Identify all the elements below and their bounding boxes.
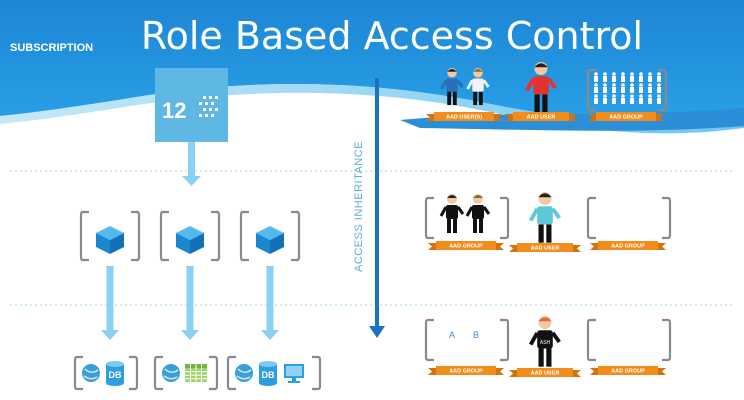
person-icon: [528, 192, 561, 243]
role-banner-label: AAD USER(S): [446, 115, 482, 121]
role-banner: AAD GROUP: [590, 241, 666, 250]
group-letter-a: A: [449, 330, 455, 340]
page-title: Role Based Access Control: [140, 14, 644, 58]
subscription-assignments: AAD USER(S) AAD USER AAD GROUP: [426, 62, 668, 121]
resource-group-cube-icon: [96, 226, 124, 254]
database-label: DB: [109, 370, 122, 380]
resource-group-bracket: [159, 210, 221, 262]
role-banner-label: AAD GROUP: [611, 369, 645, 375]
role-banner: AAD USER(S): [426, 112, 502, 121]
role-banner: AAD GROUP: [590, 366, 666, 375]
resource-group-assignments: AAD GROUP AAD USER AAD GROUP: [424, 192, 672, 252]
person-icon: [466, 68, 490, 106]
resource-group-2: [159, 210, 221, 340]
role-banner-label: AAD USER: [527, 115, 556, 121]
group-bracket: [586, 318, 672, 362]
resource-set-2: [153, 355, 219, 391]
resource-group-cube-icon: [176, 226, 204, 254]
monitor-icon: [284, 364, 304, 383]
group-bracket: [586, 68, 668, 112]
user-shirt-text: ASH: [540, 340, 551, 346]
role-banner-label: AAD GROUP: [449, 369, 483, 375]
person-icon: [524, 62, 557, 113]
role-banner: AAD USER: [509, 243, 581, 252]
role-banner: AAD GROUP: [428, 366, 504, 375]
group-letter-b: B: [473, 330, 479, 340]
role-banner: AAD USER: [509, 368, 581, 377]
group-bracket: [586, 196, 672, 240]
web-globe-icon: [162, 364, 180, 382]
resources: DB DB: [73, 355, 322, 391]
access-inheritance-label: ACCESS INHERITANCE: [353, 141, 365, 272]
table-icon: [185, 364, 207, 382]
subscription-label: SUBSCRIPTION: [10, 42, 94, 54]
person-icon: [439, 194, 465, 233]
resource-bracket: [153, 355, 219, 391]
resource-group-down-arrow: [181, 266, 199, 340]
role-banner-label: AAD GROUP: [611, 244, 645, 250]
database-icon: DB: [106, 361, 124, 386]
resource-group-bracket: [79, 210, 141, 262]
resource-group-down-arrow: [101, 266, 119, 340]
role-banner: AAD GROUP: [588, 112, 664, 121]
subscription-tile-icon: [155, 68, 228, 142]
web-globe-icon: [82, 364, 100, 382]
resource-group-bracket: [239, 210, 301, 262]
database-icon: DB: [259, 361, 277, 386]
access-inheritance-arrow: [369, 78, 385, 338]
group-bracket: [424, 318, 510, 362]
resource-assignments: A B AAD GROUP ASH AAD USER AAD GROUP: [424, 316, 672, 377]
resource-bracket: [73, 355, 139, 391]
resource-group-down-arrow: [261, 266, 279, 340]
group-bracket: [424, 196, 510, 240]
role-banner-label: AAD GROUP: [449, 244, 483, 250]
database-label: DB: [262, 370, 275, 380]
subscription-down-arrow: [182, 142, 201, 186]
role-banner: AAD GROUP: [428, 241, 504, 250]
person-icon: [528, 316, 561, 367]
people-crowd-icon: [586, 68, 668, 112]
resource-group-3: [239, 210, 301, 340]
web-globe-icon: [235, 364, 253, 382]
subscription-tile-number: 12: [162, 98, 186, 123]
header-sky: [0, 0, 744, 125]
resource-group-cube-icon: [256, 226, 284, 254]
role-banner-label: AAD USER: [531, 246, 560, 252]
person-icon: [440, 68, 464, 106]
role-banner-label: AAD USER: [531, 371, 560, 377]
resource-group-1: [79, 210, 141, 340]
resource-groups: [79, 210, 301, 340]
resource-set-1: DB: [73, 355, 139, 391]
role-banner: AAD USER: [505, 112, 577, 121]
resource-set-3: DB: [226, 355, 322, 391]
resource-bracket: [226, 355, 322, 391]
role-banner-label: AAD GROUP: [609, 115, 643, 121]
person-icon: [465, 194, 491, 233]
